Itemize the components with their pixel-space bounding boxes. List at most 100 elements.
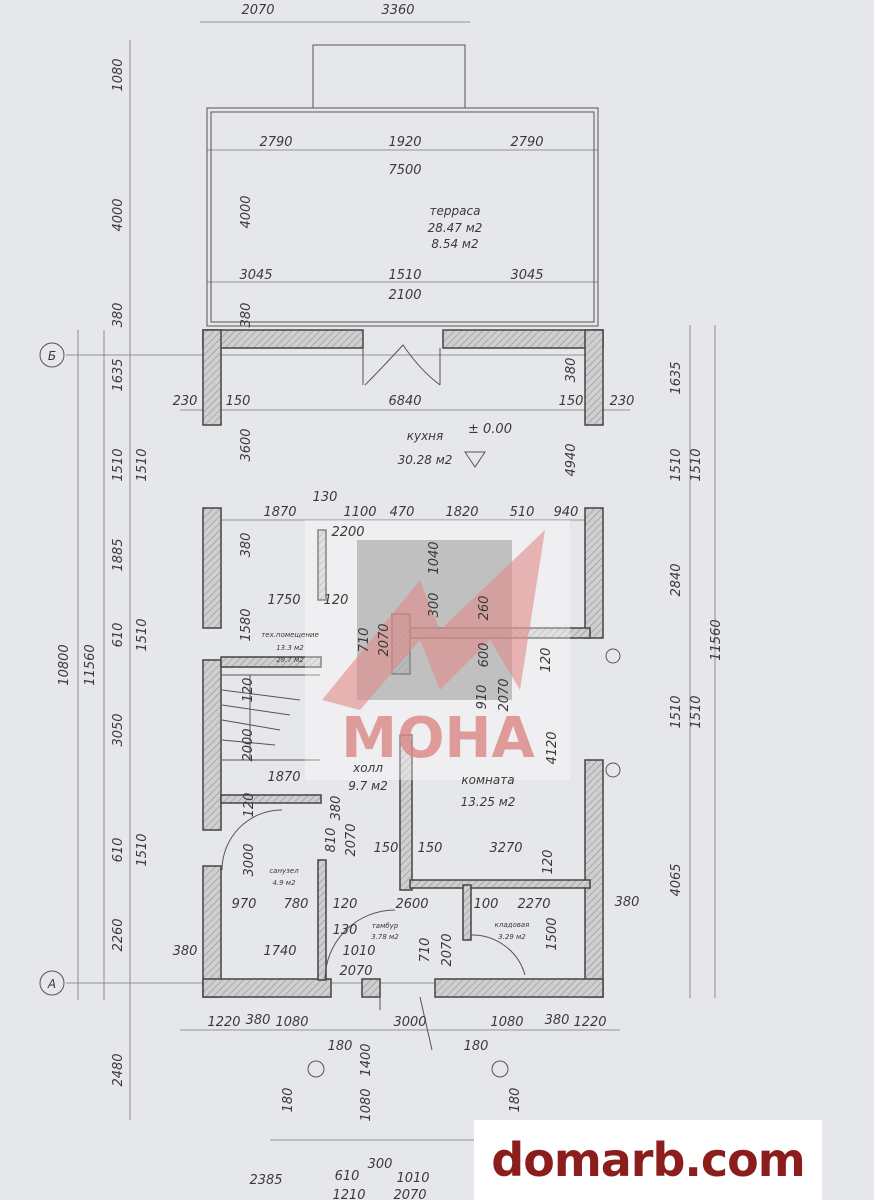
kitchen-area: 30.28 м2 bbox=[398, 453, 453, 467]
dimension-label: 710 bbox=[357, 628, 372, 653]
dimension-label: 3045 bbox=[510, 268, 543, 283]
storage-area: 3.29 м2 bbox=[498, 933, 526, 941]
dimension-label: 910 bbox=[475, 685, 490, 710]
dimension-label: 3270 bbox=[489, 841, 522, 856]
dimension-label: 2200 bbox=[331, 525, 364, 540]
dimension-label: 1510 bbox=[689, 695, 704, 728]
dimension-label: 1510 bbox=[388, 268, 421, 283]
hall-name: холл bbox=[352, 761, 383, 775]
dimension-label: 4000 bbox=[111, 198, 126, 231]
dimension-label: 610 bbox=[111, 623, 126, 648]
terrace-area: 28.47 м2 bbox=[428, 221, 483, 235]
dimension-label: 1870 bbox=[263, 505, 296, 520]
dimension-label: 380 bbox=[111, 303, 126, 328]
dimension-label: 380 bbox=[239, 533, 254, 558]
dimension-label: 2070 bbox=[497, 678, 512, 711]
dimension-label: 1635 bbox=[669, 361, 684, 394]
terrace-outline bbox=[206, 44, 599, 327]
dimension-label: 1510 bbox=[135, 618, 150, 651]
dimension-label: 1220 bbox=[207, 1015, 240, 1030]
storage-name: кладовая bbox=[495, 921, 530, 929]
dimension-label: 4065 bbox=[669, 863, 684, 896]
room-area: 13.25 м2 bbox=[461, 795, 516, 809]
dimension-label: 3045 bbox=[239, 268, 272, 283]
dimension-label: 120 bbox=[324, 593, 349, 608]
dimension-label: 1080 bbox=[111, 58, 126, 91]
dimension-label: 1400 bbox=[359, 1043, 374, 1076]
bathroom-area: 4.9 м2 bbox=[272, 879, 296, 887]
dimension-label: 1100 bbox=[343, 505, 376, 520]
dimension-label: 780 bbox=[284, 897, 309, 912]
dimension-label: 1740 bbox=[263, 944, 296, 959]
dimension-label: 120 bbox=[541, 850, 556, 875]
tech-room-area-2: 29.7 м2 bbox=[276, 656, 304, 664]
dimension-label: 11560 bbox=[83, 644, 98, 685]
columns bbox=[307, 648, 621, 1078]
dimension-label: 150 bbox=[226, 394, 251, 409]
dimension-label: 150 bbox=[418, 841, 443, 856]
dimension-label: 180 bbox=[464, 1039, 489, 1054]
watermark-text: МОНА bbox=[341, 706, 535, 771]
dimension-label: 120 bbox=[241, 678, 256, 703]
dimension-label: 380 bbox=[564, 358, 579, 383]
axis-label-a: А bbox=[47, 977, 56, 991]
dimension-label: 120 bbox=[333, 897, 358, 912]
dimension-label: 300 bbox=[368, 1157, 393, 1172]
dimension-label: 600 bbox=[477, 643, 492, 668]
dimension-label: 1210 bbox=[332, 1188, 365, 1200]
dimension-label: 2070 bbox=[393, 1188, 426, 1200]
kitchen-level-marker bbox=[464, 451, 486, 468]
dimension-label: 2385 bbox=[249, 1173, 282, 1188]
dimension-label: 4940 bbox=[564, 443, 579, 476]
dimension-label: 2840 bbox=[669, 563, 684, 596]
dimension-label: 1750 bbox=[267, 593, 300, 608]
dimension-label: 2070 bbox=[344, 823, 359, 856]
dimension-label: 470 bbox=[390, 505, 415, 520]
dimension-label: 6840 bbox=[388, 394, 421, 409]
dimension-label: 3000 bbox=[242, 843, 257, 876]
axis-label-b: Б bbox=[48, 349, 56, 363]
dimension-label: 1510 bbox=[135, 833, 150, 866]
dimension-label: 1080 bbox=[359, 1088, 374, 1121]
dimension-label: 150 bbox=[374, 841, 399, 856]
dimension-label: 1220 bbox=[573, 1015, 606, 1030]
bathroom-name: санузел bbox=[269, 867, 299, 875]
dimension-label: 1080 bbox=[275, 1015, 308, 1030]
hall-area: 9.7 м2 bbox=[348, 779, 388, 793]
dimension-label: 1010 bbox=[342, 944, 375, 959]
dimension-label: 1920 bbox=[388, 135, 421, 150]
tech-room-name: тех.помещение bbox=[261, 631, 319, 639]
dimension-label: 2070 bbox=[377, 623, 392, 656]
vestibule-name: тамбур bbox=[372, 922, 399, 930]
dimension-label: 300 bbox=[427, 593, 442, 618]
dimension-label: 180 bbox=[328, 1039, 353, 1054]
room-labels: терраса 28.47 м2 8.54 м2 кухня 30.28 м2 … bbox=[261, 204, 529, 941]
tech-room-area: 13.3 м2 bbox=[276, 644, 304, 652]
site-logo-text: domarb.com bbox=[491, 1133, 805, 1187]
dimension-label: 1080 bbox=[490, 1015, 523, 1030]
dimension-label: 2480 bbox=[111, 1053, 126, 1086]
dimension-label: 7500 bbox=[388, 163, 421, 178]
dimension-label: 510 bbox=[510, 505, 535, 520]
dimension-label: 2100 bbox=[388, 288, 421, 303]
watermark: МОНА bbox=[305, 520, 570, 780]
dimension-label: 3600 bbox=[239, 428, 254, 461]
dimension-label: 120 bbox=[242, 793, 257, 818]
dimension-label: 100 bbox=[474, 897, 499, 912]
dimension-label: 610 bbox=[111, 838, 126, 863]
dimension-label: 2260 bbox=[111, 918, 126, 951]
dimension-label: 180 bbox=[508, 1088, 523, 1113]
dimension-label: 380 bbox=[246, 1013, 271, 1028]
dimension-label: 1820 bbox=[445, 505, 478, 520]
dimension-label: 810 bbox=[324, 828, 339, 853]
kitchen-name: кухня bbox=[407, 429, 444, 443]
dimension-label: 2790 bbox=[259, 135, 292, 150]
dimension-label: 1510 bbox=[111, 448, 126, 481]
kitchen-level: ± 0.00 bbox=[468, 422, 512, 437]
dimension-label: 1040 bbox=[427, 541, 442, 574]
stairs bbox=[221, 674, 320, 761]
dimension-label: 4000 bbox=[239, 195, 254, 228]
dimension-label: 610 bbox=[335, 1169, 360, 1184]
dimension-label: 710 bbox=[418, 938, 433, 963]
